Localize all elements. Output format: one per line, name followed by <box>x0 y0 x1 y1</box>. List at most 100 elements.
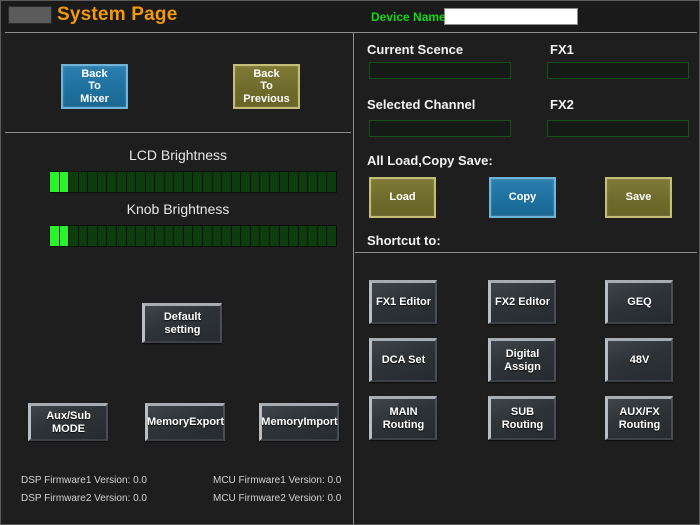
selected-channel-label: Selected Channel <box>367 97 476 112</box>
led-segment[interactable] <box>107 172 116 192</box>
led-segment[interactable] <box>50 172 59 192</box>
load-button[interactable]: Load <box>369 177 436 218</box>
led-segment[interactable] <box>317 226 327 246</box>
knob-brightness-slider[interactable] <box>49 225 337 247</box>
copy-label: Copy <box>508 191 537 204</box>
shortcut-48v-label: 48V <box>629 354 650 367</box>
shortcut-main-routing-button[interactable]: MAIN Routing <box>369 396 437 440</box>
led-segment[interactable] <box>126 172 136 192</box>
shortcut-aux-fx-routing-button[interactable]: AUX/FX Routing <box>605 396 673 440</box>
led-segment[interactable] <box>327 226 336 246</box>
led-segment[interactable] <box>212 172 222 192</box>
led-segment[interactable] <box>279 226 289 246</box>
led-segment[interactable] <box>126 226 136 246</box>
header-bar: System Page Device Name: <box>1 1 699 32</box>
led-segment[interactable] <box>107 226 116 246</box>
shortcut-sub-routing-label: SUB Routing <box>501 406 544 431</box>
led-segment[interactable] <box>164 226 174 246</box>
shortcut-48v-button[interactable]: 48V <box>605 338 673 382</box>
led-segment[interactable] <box>308 172 317 192</box>
selected-channel-field[interactable] <box>369 120 511 137</box>
shortcut-digital-assign-button[interactable]: Digital Assign <box>488 338 556 382</box>
back-to-previous-label: Back To Previous <box>243 68 290 105</box>
led-segment[interactable] <box>231 226 241 246</box>
led-segment[interactable] <box>116 226 126 246</box>
led-segment[interactable] <box>155 172 164 192</box>
led-segment[interactable] <box>69 172 78 192</box>
led-segment[interactable] <box>289 226 298 246</box>
led-segment[interactable] <box>145 172 155 192</box>
led-segment[interactable] <box>260 172 269 192</box>
led-segment[interactable] <box>59 226 69 246</box>
led-segment[interactable] <box>183 226 193 246</box>
default-setting-label: Default setting <box>163 311 202 336</box>
header-divider <box>5 32 697 33</box>
panel-vertical-divider <box>353 33 354 524</box>
led-segment[interactable] <box>317 172 327 192</box>
fx2-field[interactable] <box>547 120 689 137</box>
led-segment[interactable] <box>269 226 279 246</box>
led-segment[interactable] <box>69 226 78 246</box>
lcd-brightness-slider[interactable] <box>49 171 337 193</box>
led-segment[interactable] <box>145 226 155 246</box>
led-segment[interactable] <box>289 172 298 192</box>
led-segment[interactable] <box>174 226 183 246</box>
led-segment[interactable] <box>222 172 231 192</box>
shortcut-dca-set-button[interactable]: DCA Set <box>369 338 437 382</box>
led-segment[interactable] <box>203 172 212 192</box>
led-segment[interactable] <box>78 226 88 246</box>
led-segment[interactable] <box>193 172 202 192</box>
led-segment[interactable] <box>260 226 269 246</box>
memory-export-button[interactable]: MemoryExport <box>145 403 225 441</box>
device-name-input[interactable] <box>444 8 578 25</box>
led-segment[interactable] <box>327 172 336 192</box>
led-segment[interactable] <box>97 172 107 192</box>
fx1-label: FX1 <box>550 42 574 57</box>
back-to-mixer-button[interactable]: Back To Mixer <box>61 64 128 109</box>
led-segment[interactable] <box>164 172 174 192</box>
led-segment[interactable] <box>136 172 145 192</box>
led-segment[interactable] <box>241 226 250 246</box>
led-segment[interactable] <box>88 226 97 246</box>
back-to-mixer-label: Back To Mixer <box>80 68 109 105</box>
led-segment[interactable] <box>59 172 69 192</box>
led-segment[interactable] <box>174 172 183 192</box>
shortcut-section-divider <box>355 252 697 253</box>
led-segment[interactable] <box>241 172 250 192</box>
led-segment[interactable] <box>116 172 126 192</box>
led-segment[interactable] <box>136 226 145 246</box>
led-segment[interactable] <box>308 226 317 246</box>
led-segment[interactable] <box>88 172 97 192</box>
led-segment[interactable] <box>50 226 59 246</box>
fx1-field[interactable] <box>547 62 689 79</box>
led-segment[interactable] <box>231 172 241 192</box>
shortcut-sub-routing-button[interactable]: SUB Routing <box>488 396 556 440</box>
led-segment[interactable] <box>78 172 88 192</box>
shortcut-geq-button[interactable]: GEQ <box>605 280 673 324</box>
led-segment[interactable] <box>298 226 308 246</box>
led-segment[interactable] <box>203 226 212 246</box>
default-setting-button[interactable]: Default setting <box>142 303 222 343</box>
memory-import-button[interactable]: MemoryImport <box>259 403 339 441</box>
current-scence-field[interactable] <box>369 62 511 79</box>
led-segment[interactable] <box>269 172 279 192</box>
shortcut-fx1-editor-button[interactable]: FX1 Editor <box>369 280 437 324</box>
led-segment[interactable] <box>250 226 260 246</box>
led-segment[interactable] <box>250 172 260 192</box>
led-segment[interactable] <box>212 226 222 246</box>
led-segment[interactable] <box>298 172 308 192</box>
back-to-previous-button[interactable]: Back To Previous <box>233 64 300 109</box>
aux-sub-mode-button[interactable]: Aux/Sub MODE <box>28 403 108 441</box>
led-segment[interactable] <box>279 172 289 192</box>
led-segment[interactable] <box>155 226 164 246</box>
corner-menu-button[interactable] <box>8 6 52 24</box>
shortcut-fx2-editor-button[interactable]: FX2 Editor <box>488 280 556 324</box>
save-button[interactable]: Save <box>605 177 672 218</box>
dsp-firmware1-version: DSP Firmware1 Version: 0.0 <box>21 475 147 486</box>
page-title: System Page <box>57 4 178 25</box>
copy-button[interactable]: Copy <box>489 177 556 218</box>
led-segment[interactable] <box>97 226 107 246</box>
led-segment[interactable] <box>183 172 193 192</box>
led-segment[interactable] <box>193 226 202 246</box>
led-segment[interactable] <box>222 226 231 246</box>
